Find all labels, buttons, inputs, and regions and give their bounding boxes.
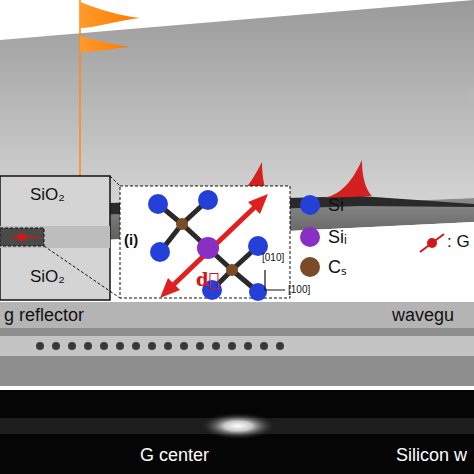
legend-swatch — [300, 227, 320, 247]
legend-swatch — [300, 195, 320, 215]
sem-waveguide — [0, 336, 474, 356]
excitation-pulse — [80, 2, 140, 28]
legend-fragment: : G — [447, 233, 470, 252]
dipole-arrow — [10, 236, 40, 238]
axes — [265, 270, 285, 290]
legend-text: Si — [328, 196, 344, 216]
legend-text: Cₛ — [328, 258, 347, 278]
g-center-emission — [198, 412, 278, 440]
image-label: Silicon w — [396, 446, 467, 466]
silicon-layer — [0, 226, 110, 248]
legend-swatch — [300, 257, 320, 277]
sem-background — [0, 302, 474, 328]
vector-label: d⃗ — [196, 270, 219, 290]
layer-label: SiO₂ — [30, 268, 65, 287]
image-label: wavegu — [392, 306, 454, 326]
dipole-symbol — [420, 234, 444, 252]
arrowhead — [248, 194, 268, 214]
crystal-inset — [120, 186, 290, 298]
bragg-holes — [36, 342, 284, 350]
atoms — [148, 190, 268, 301]
zoom-line — [110, 176, 120, 186]
layer-label: SiO₂ — [30, 186, 65, 205]
excitation-pulse — [80, 36, 130, 52]
arrowhead — [160, 278, 180, 298]
cross-section-inset — [0, 176, 110, 300]
dipole-vector — [168, 204, 258, 290]
panel-label: (i) — [124, 232, 138, 249]
excitation-beam — [79, 0, 81, 200]
emitted-pulse — [322, 160, 372, 198]
partial-sphere — [466, 88, 474, 108]
bonds — [158, 200, 258, 292]
legend-text: Siᵢ — [328, 228, 347, 248]
pl-image — [0, 390, 474, 474]
sem-image — [0, 302, 474, 386]
waveguide-core — [0, 228, 44, 246]
image-label: G center — [140, 446, 209, 466]
axis-label: [100] — [288, 284, 310, 295]
image-label: g reflector — [4, 306, 84, 326]
axis-label: [010] — [262, 252, 284, 263]
